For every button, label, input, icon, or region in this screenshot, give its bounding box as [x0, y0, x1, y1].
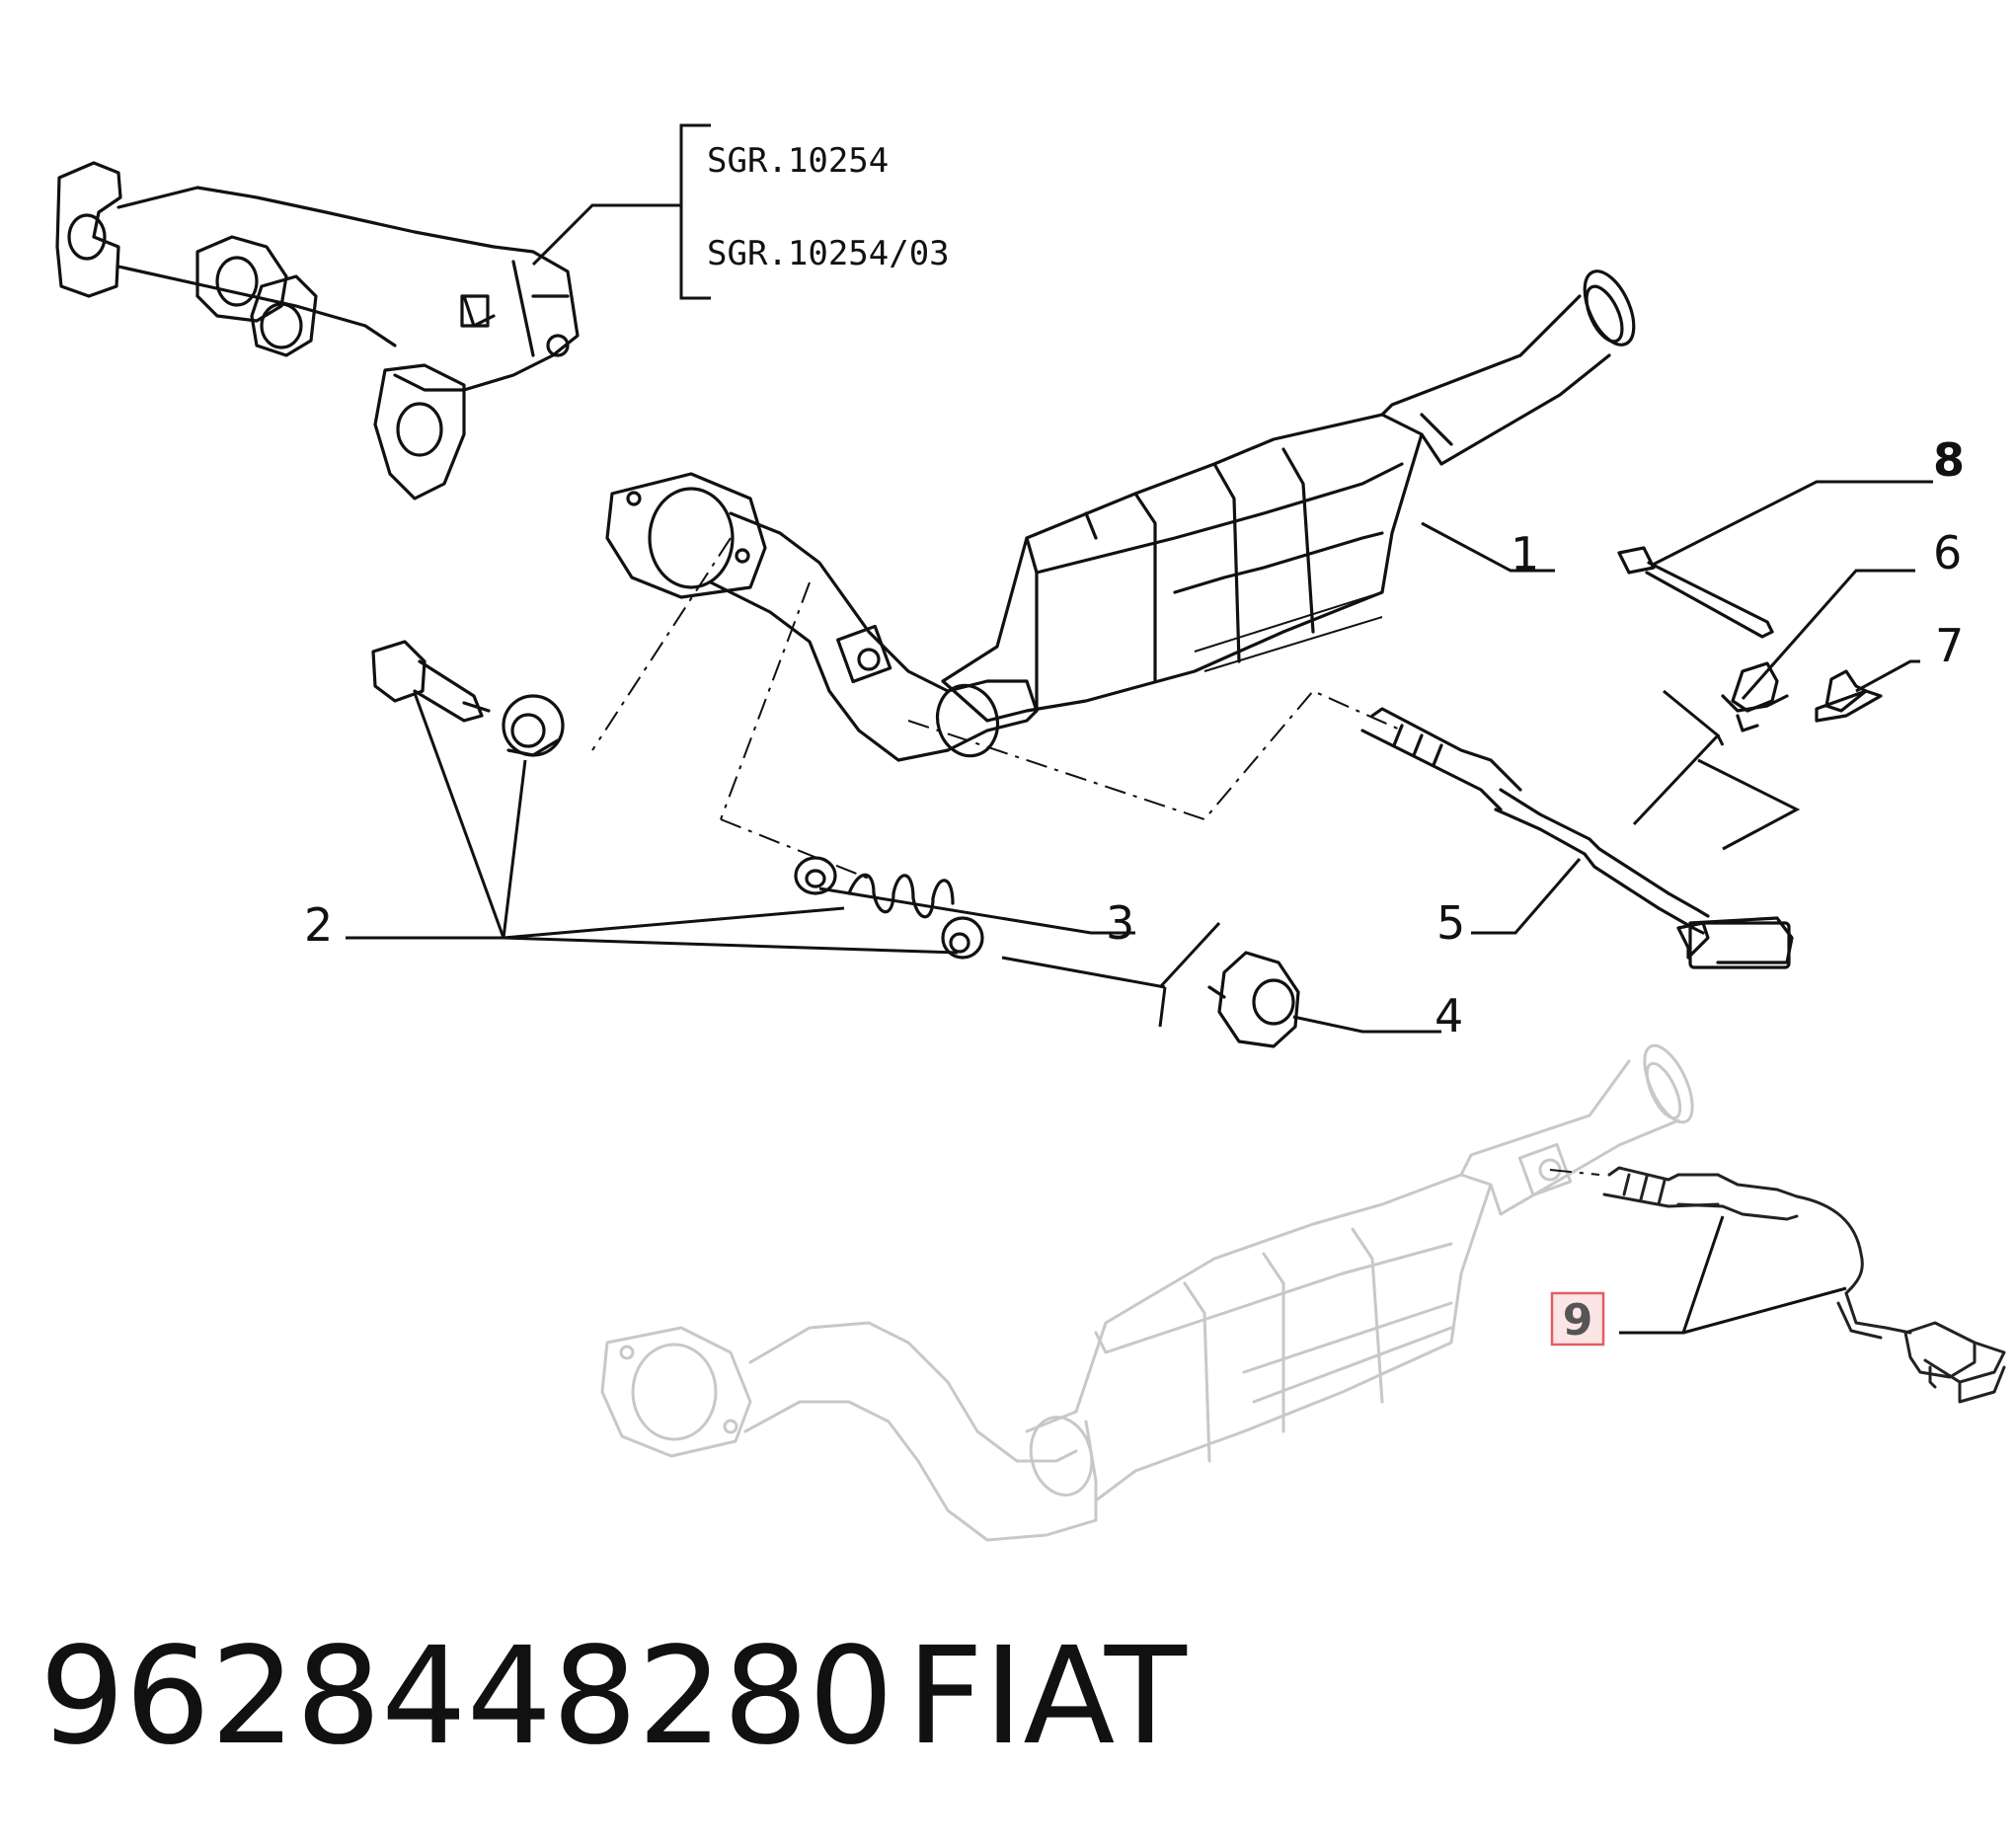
oxygen-sensor-highlight-drawing — [1602, 1166, 2006, 1404]
ghosted-converter-drawing — [600, 1043, 1694, 1542]
callout-4: 4 — [1434, 989, 1463, 1042]
spring-and-washer-drawing — [794, 856, 984, 960]
brand-caption: FIAT — [906, 1619, 1188, 1775]
callout-2: 2 — [304, 898, 333, 952]
callout-9-highlight[interactable]: 9 — [1550, 1291, 1605, 1347]
leader-lines — [346, 480, 1933, 1034]
callout-6: 6 — [1933, 526, 1962, 579]
callout-9[interactable]: 9 — [1563, 1295, 1593, 1346]
clip-drawing — [1721, 661, 1789, 732]
callout-7: 7 — [1935, 619, 1964, 672]
callout-8: 8 — [1933, 433, 1965, 487]
stud-and-washer-drawing — [371, 640, 565, 757]
reference-code-1: SGR.10254 — [707, 141, 889, 181]
assembly-center-lines — [591, 537, 1403, 880]
reference-code-2: SGR.10254/03 — [707, 234, 950, 273]
catalytic-converter-drawing — [605, 270, 1636, 762]
break-lines — [1632, 689, 1801, 851]
callout-3: 3 — [1106, 896, 1134, 950]
callout-1: 1 — [1511, 527, 1539, 580]
exhaust-manifold-drawing — [55, 161, 580, 500]
bracket-clip-drawing — [1815, 669, 1883, 723]
flange-nut-drawing — [1158, 921, 1300, 1048]
cable-tie-drawing — [1617, 546, 1774, 639]
reference-bracket: SGR.10254 SGR.10254/03 — [531, 123, 950, 300]
part-number-caption: 9628448280 — [39, 1619, 893, 1775]
callout-5: 5 — [1436, 896, 1465, 950]
oxygen-sensor-drawing — [1360, 707, 1794, 969]
part-9-leader-lines — [1549, 1169, 1847, 1335]
